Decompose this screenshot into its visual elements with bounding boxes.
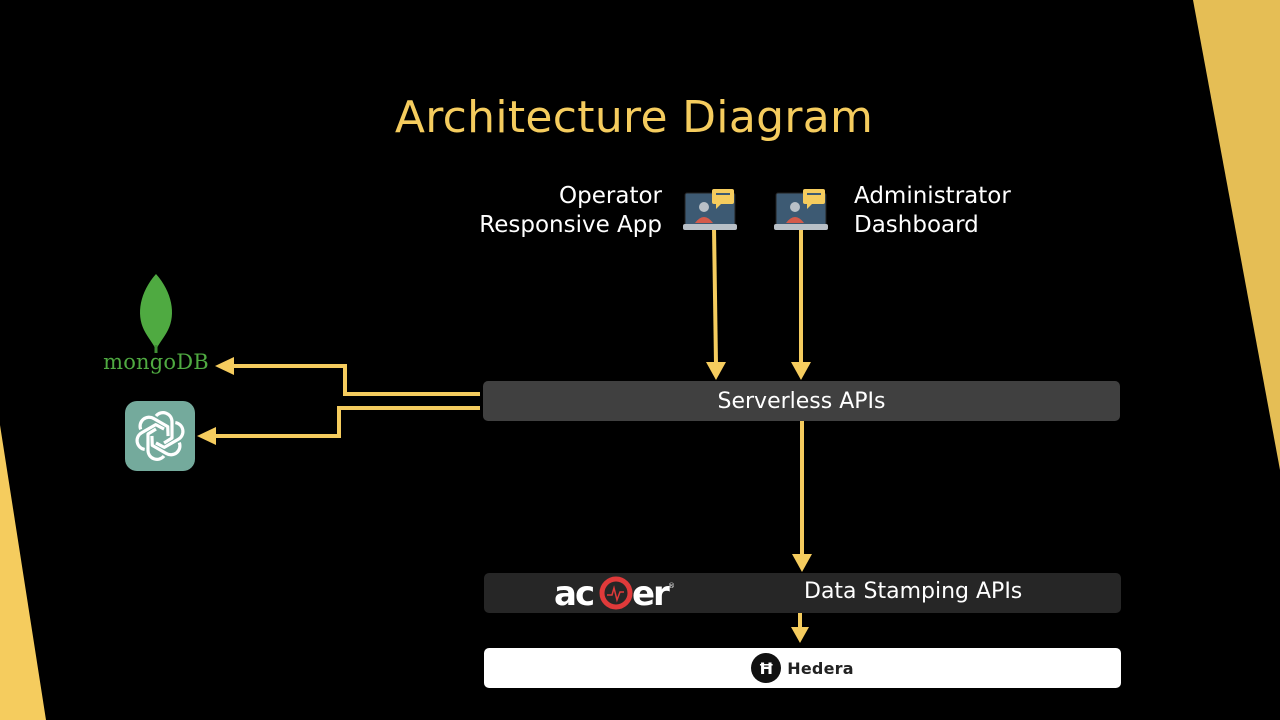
serverless-apis-label: Serverless APIs xyxy=(717,388,886,414)
admin-label-line: Dashboard xyxy=(854,212,979,238)
arrowhead-icon xyxy=(706,362,726,380)
openai-knot-icon xyxy=(135,411,185,461)
hedera-logo-text: Hedera xyxy=(787,658,854,678)
svg-text:er: er xyxy=(632,574,670,612)
arrow-serverless-to-mongodb xyxy=(232,364,480,396)
data-stamping-apis-label: Data Stamping APIs xyxy=(804,579,1023,604)
arrow-serverless-to-openai xyxy=(214,406,480,438)
operator-label-line: Operator xyxy=(559,183,662,209)
data-stamping-apis-box: ac er ® Data Stamping APIs xyxy=(484,573,1121,613)
operator-app-label: Operator Responsive App xyxy=(420,182,662,240)
arrowhead-icon xyxy=(791,627,809,643)
admin-dashboard-label: Administrator Dashboard xyxy=(854,182,1114,240)
arrowheads xyxy=(197,357,812,643)
admin-label-line: Administrator xyxy=(854,183,1011,209)
arrowhead-icon xyxy=(197,427,216,445)
serverless-apis-box: Serverless APIs xyxy=(483,381,1120,421)
left-accent-stripe xyxy=(0,425,46,720)
right-accent-stripe xyxy=(1193,0,1280,470)
mongodb-leaf-icon xyxy=(140,274,172,353)
hedera-mark-icon: Ħ xyxy=(751,653,782,683)
arrowhead-icon xyxy=(215,357,234,375)
laptop-user-chat-icon xyxy=(683,189,737,230)
arrow-operator-to-serverless xyxy=(712,227,718,365)
svg-text:ac: ac xyxy=(554,574,593,612)
hedera-ledger-box: Ħ Hedera xyxy=(484,648,1121,688)
arrowhead-icon xyxy=(791,362,811,380)
slide-title: Architecture Diagram xyxy=(394,92,874,143)
acoer-logo: ac er ® xyxy=(554,574,675,612)
svg-text:®: ® xyxy=(668,582,675,590)
connectors xyxy=(214,227,804,629)
operator-label-line: Responsive App xyxy=(479,212,662,238)
mongodb-logo-text: mongoDB xyxy=(103,350,209,374)
arrowhead-icon xyxy=(792,554,812,572)
laptop-user-chat-icon xyxy=(774,189,828,230)
openai-logo-icon xyxy=(125,401,195,471)
